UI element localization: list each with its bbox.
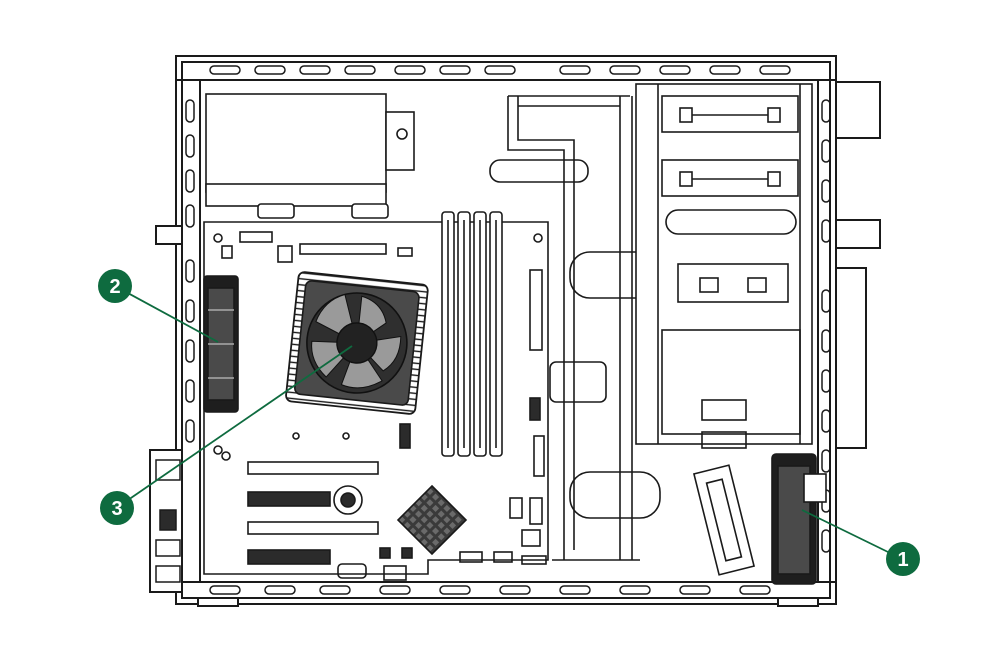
leader-line-2 [125,291,219,343]
chipset-heatsink [396,484,468,556]
dimm-slots [441,211,503,457]
rear-fan [203,275,239,413]
left-rail-slots [185,99,195,443]
drive-cage [635,83,813,449]
cable-channel [489,95,661,561]
pcie-slots [247,461,379,565]
power-supply [205,93,415,219]
rear-io-panel [155,459,181,583]
bottom-rail-slots [209,585,771,595]
callout-1-label: 1 [897,549,908,571]
front-fan [692,453,827,585]
callout-1: 1 [886,542,920,576]
cpu-heatsink [285,271,429,415]
leader-line-3 [127,345,353,501]
callout-2: 2 [98,269,132,303]
top-rail-slots [209,65,791,75]
callout-2-label: 2 [109,276,120,298]
callout-leaders [125,291,889,553]
leader-line-1 [801,509,889,553]
callout-3-label: 3 [111,498,122,520]
callout-3: 3 [100,491,134,525]
